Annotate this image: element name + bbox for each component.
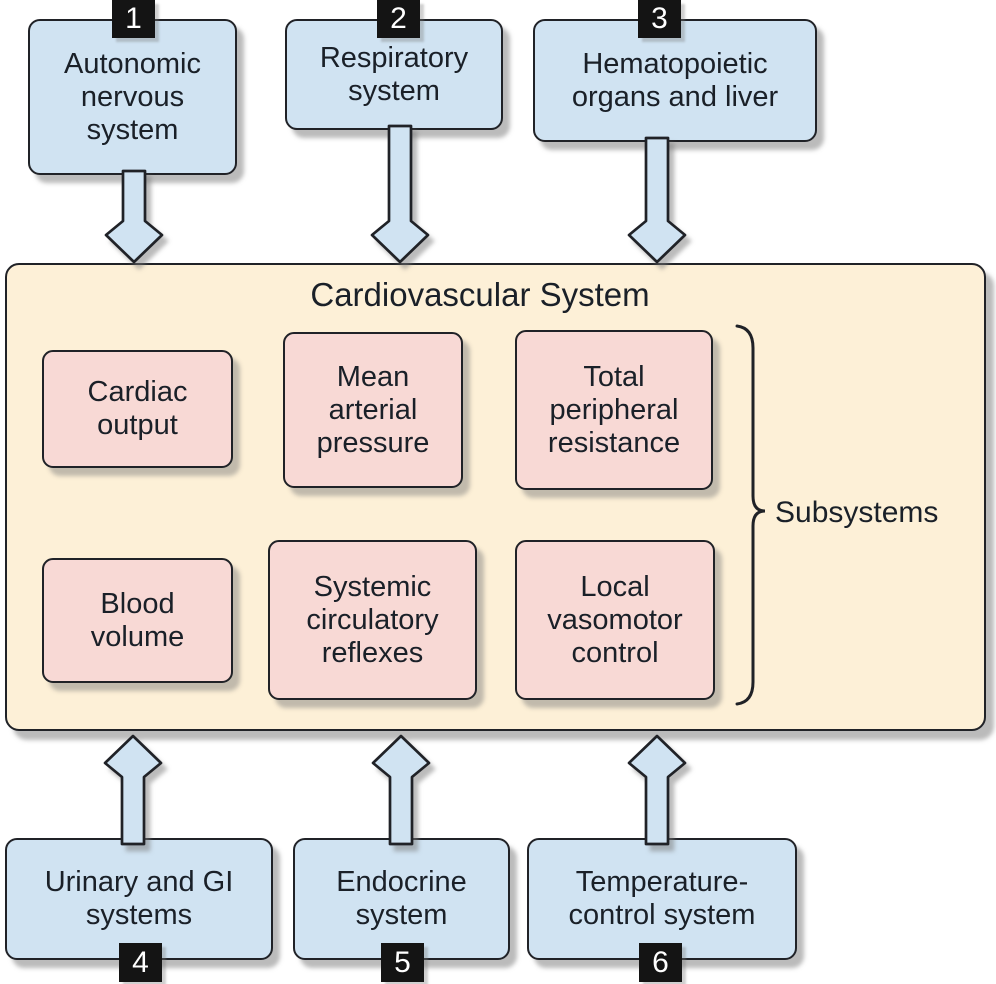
number-badge-5: 5 [381, 943, 424, 982]
external-label: Endocrine system [336, 866, 467, 931]
subsystem-box-blood-volume: Blood volume [42, 558, 233, 683]
number-badge-2: 2 [377, 0, 420, 38]
external-box-temperature-control-system: Temperature-control system [527, 838, 797, 960]
external-label: Hematopoietic organs and liver [571, 47, 779, 113]
external-label: Urinary and GI systems [44, 866, 234, 931]
external-label: Respiratory system [319, 41, 469, 107]
external-box-autonomic-nervous-system: Autonomic nervous system [28, 19, 237, 175]
arrow-up-6 [627, 734, 687, 846]
subsystem-label: Mean arterial pressure [316, 360, 430, 459]
subsystem-box-mean-arterial-pressure: Mean arterial pressure [283, 332, 463, 488]
number-badge-6: 6 [639, 943, 682, 982]
external-box-urinary-gi-systems: Urinary and GI systems [5, 838, 273, 960]
arrow-up-4 [103, 734, 163, 846]
arrow-down-1 [104, 169, 164, 264]
subsystem-label: Local vasomotor control [547, 570, 683, 669]
arrow-down-3 [627, 136, 687, 264]
number-badge-1: 1 [112, 0, 155, 38]
external-label: Autonomic nervous system [63, 47, 201, 146]
subsystem-label: Total peripheral resistance [547, 360, 681, 459]
subsystems-label: Subsystems [775, 496, 939, 529]
arrow-down-2 [370, 124, 430, 264]
external-box-endocrine-system: Endocrine system [293, 838, 510, 960]
number-badge-3: 3 [638, 0, 681, 38]
subsystem-box-cardiac-output: Cardiac output [42, 350, 233, 468]
number-badge-4: 4 [119, 943, 162, 982]
subsystem-label: Cardiac output [87, 376, 188, 441]
subsystem-box-total-peripheral-resistance: Total peripheral resistance [515, 330, 713, 490]
subsystem-box-local-vasomotor-control: Local vasomotor control [515, 540, 715, 700]
system-title: Cardiovascular System [310, 276, 650, 313]
subsystem-box-systemic-circulatory-reflexes: Systemic circulatory reflexes [268, 540, 477, 700]
subsystem-label: Systemic circulatory reflexes [306, 570, 439, 669]
external-label: Temperature-control system [568, 866, 756, 931]
arrow-up-5 [371, 734, 431, 846]
subsystem-label: Blood volume [90, 587, 185, 653]
external-box-hematopoietic-organs-liver: Hematopoietic organs and liver [533, 19, 817, 142]
